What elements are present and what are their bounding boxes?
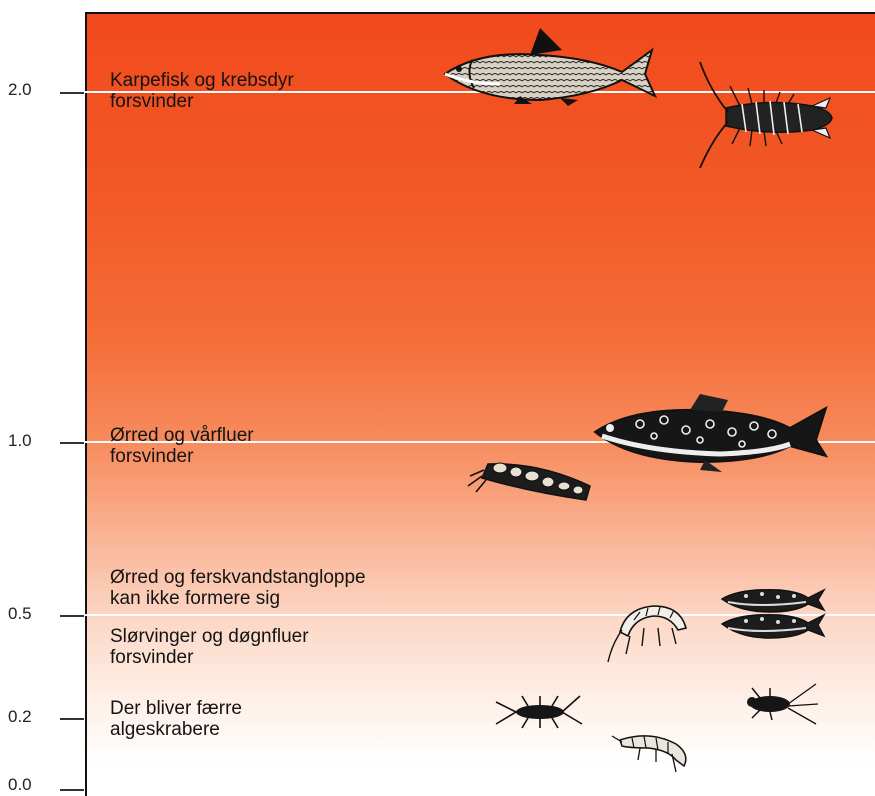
snail-grazer-icon xyxy=(612,736,686,772)
carp-fish-icon xyxy=(445,28,655,106)
caddisfly-larva-icon xyxy=(468,463,590,500)
crayfish-icon xyxy=(700,62,832,168)
mayfly-nymph-icon xyxy=(747,684,818,724)
small-trout-icon xyxy=(722,590,824,612)
small-trout-icon xyxy=(722,615,824,638)
freshwater-amphipod-icon xyxy=(608,606,686,662)
stonefly-nymph-icon xyxy=(496,696,582,728)
trout-icon xyxy=(595,394,826,472)
